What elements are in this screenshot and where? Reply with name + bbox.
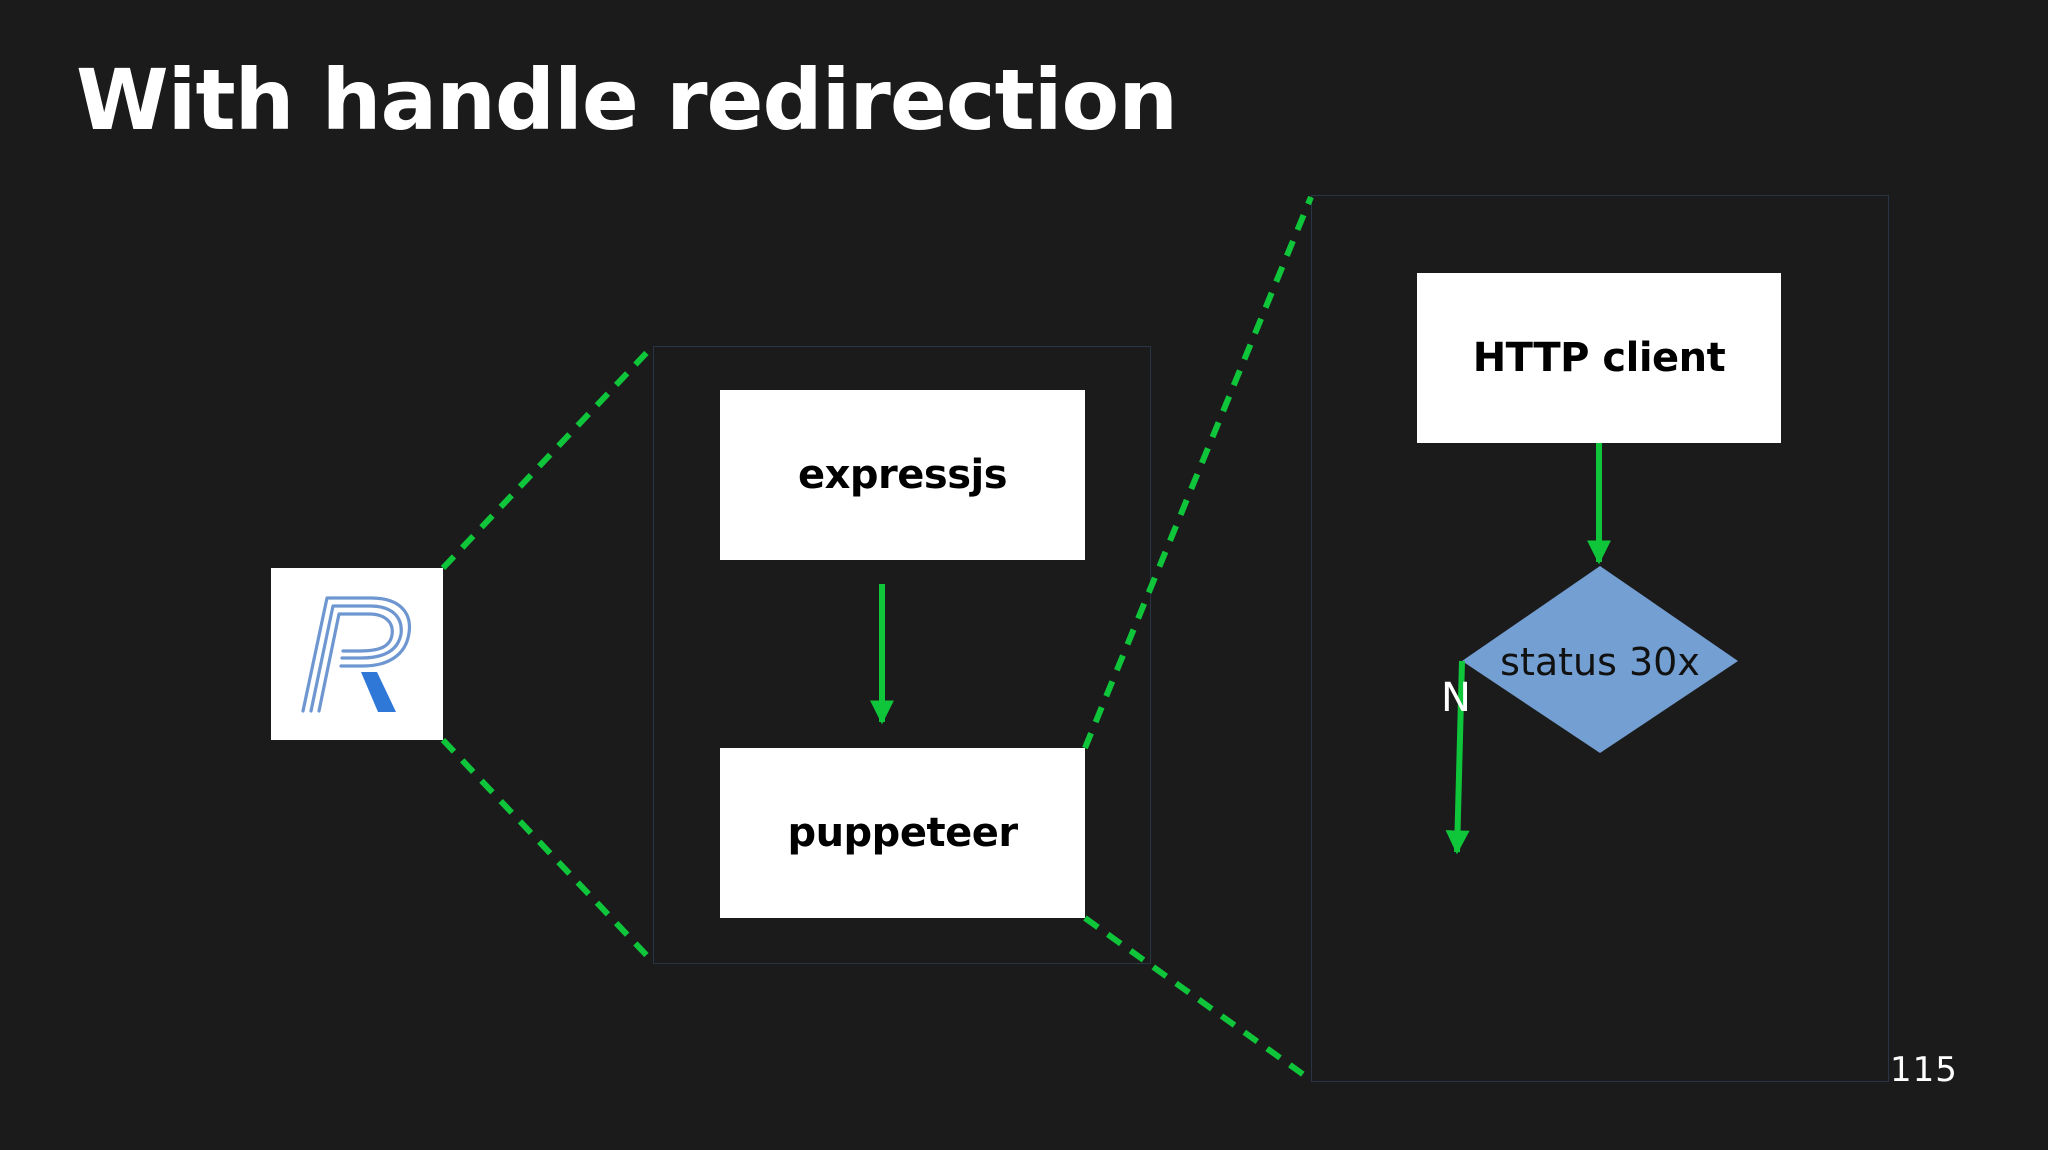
- zoom-line-puppeteer-top: [1082, 195, 1314, 750]
- http-client-box: HTTP client: [1417, 273, 1781, 443]
- decision-diamond: [1462, 566, 1738, 753]
- puppeteer-box: puppeteer: [720, 748, 1085, 918]
- slide-title: With handle redirection: [76, 51, 1178, 149]
- expressjs-box: expressjs: [720, 390, 1085, 560]
- decision-label: status 30x: [1500, 640, 1700, 684]
- logo-card: [271, 568, 443, 740]
- zoom-line-logo-top: [440, 343, 656, 571]
- arrow-decision-no-branch: [1445, 660, 1470, 855]
- http-client-label: HTTP client: [1472, 335, 1726, 381]
- zoom-line-puppeteer-bottom: [1083, 915, 1313, 1083]
- page-number: 115: [1890, 1050, 1958, 1090]
- r-logo-icon: [301, 596, 412, 713]
- expressjs-label: expressjs: [797, 452, 1008, 498]
- zoom-line-logo-bottom: [440, 737, 656, 965]
- no-branch-label: N: [1441, 675, 1471, 721]
- redirect-flow-frame: [1311, 195, 1889, 1082]
- puppeteer-label: puppeteer: [787, 810, 1018, 856]
- service-stack-frame: [653, 346, 1151, 964]
